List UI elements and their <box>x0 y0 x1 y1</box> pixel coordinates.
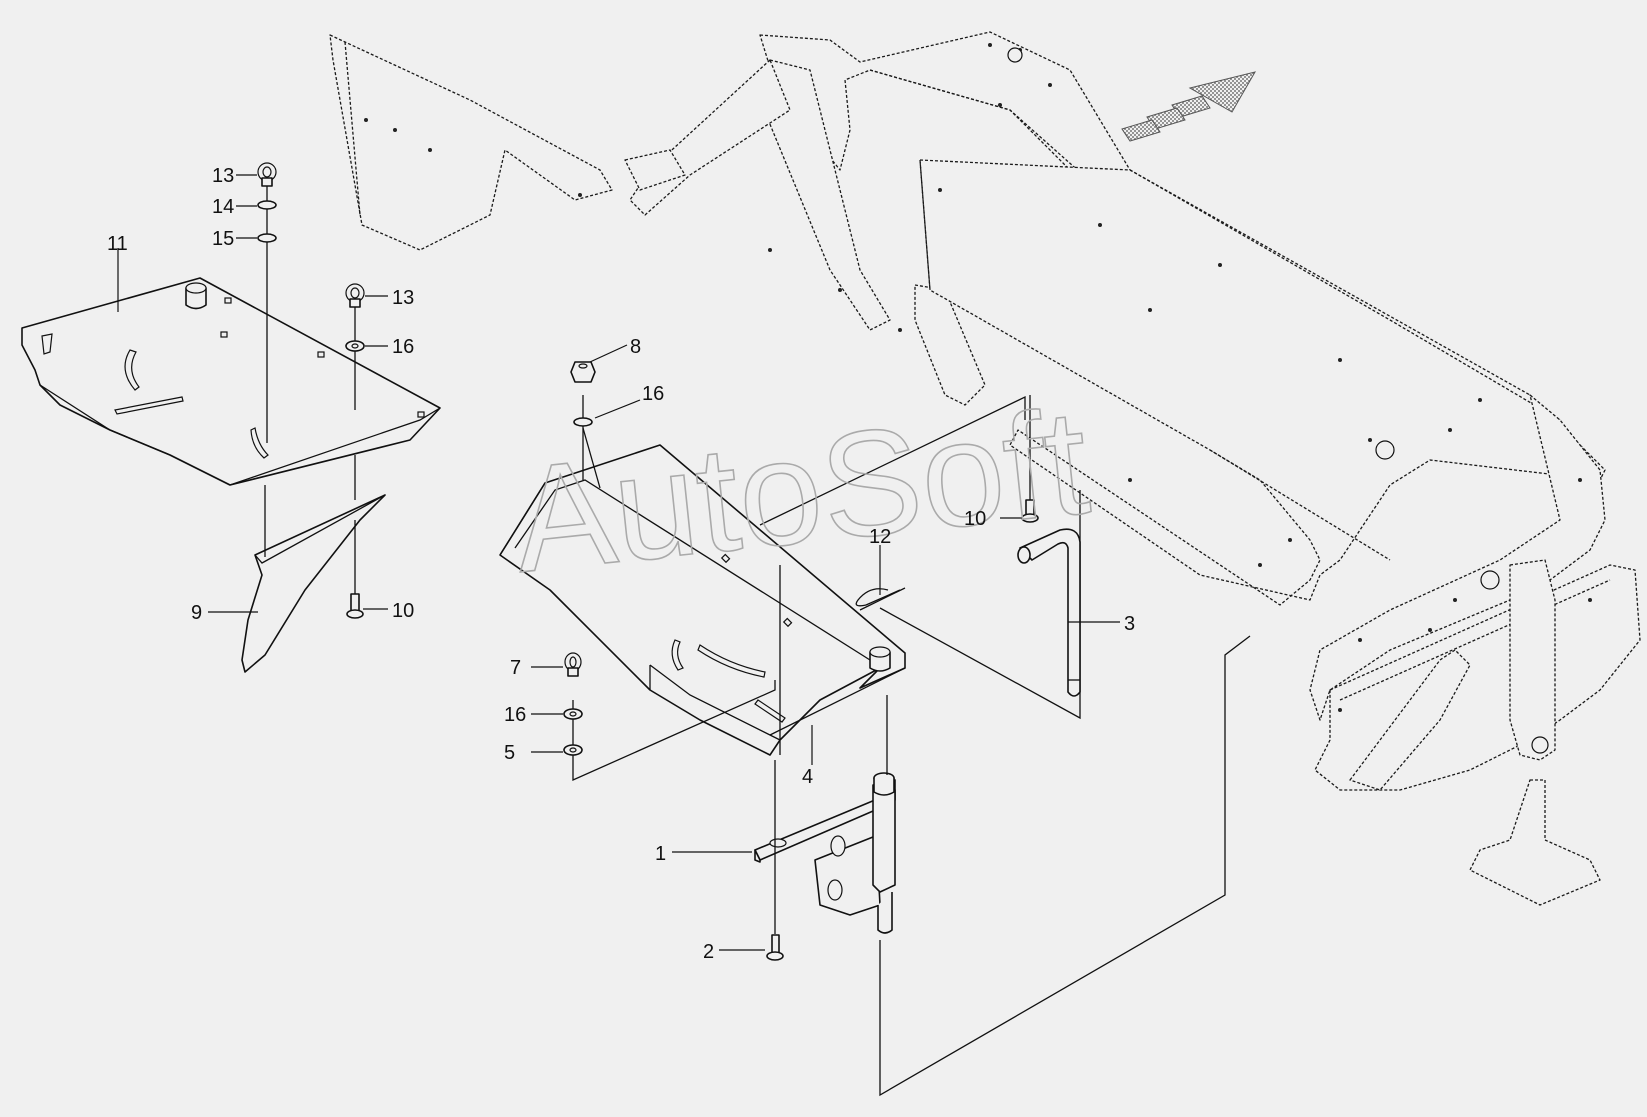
watermark-text: AutoSoft <box>506 377 1096 604</box>
part-13-eyebolt-b <box>345 283 365 308</box>
callout-3: 3 <box>1124 613 1135 635</box>
part-11-plate <box>21 277 441 486</box>
mower-frame <box>329 31 1641 906</box>
part-12-clip <box>855 587 906 611</box>
callout-16-center: 16 <box>642 383 664 405</box>
callout-13-top: 13 <box>212 165 234 187</box>
callout-5: 5 <box>504 742 515 764</box>
callout-16-left: 16 <box>392 336 414 358</box>
callout-9: 9 <box>191 602 202 624</box>
callout-1: 1 <box>655 843 666 865</box>
callout-13-right: 13 <box>392 287 414 309</box>
part-3-pin <box>1017 528 1081 697</box>
callout-8: 8 <box>630 336 641 358</box>
part-4-plate <box>499 444 906 756</box>
part-15-washer <box>257 233 277 243</box>
part-7-eyebolt <box>564 652 582 677</box>
callout-10-right: 10 <box>964 508 986 530</box>
callout-labels: 13 14 15 11 13 16 9 10 8 16 7 16 5 10 12… <box>107 165 1135 963</box>
part-9-blade <box>241 494 386 673</box>
callout-4: 4 <box>802 766 813 788</box>
callout-11: 11 <box>107 233 128 255</box>
part-10-bolt <box>346 593 364 619</box>
callout-2: 2 <box>703 941 714 963</box>
left-assembly <box>21 162 441 673</box>
callout-7: 7 <box>510 657 521 679</box>
part-16-washer-b <box>573 417 593 427</box>
part-14-washer <box>257 200 277 210</box>
center-assembly <box>499 344 1251 1097</box>
part-8-nut <box>570 361 596 383</box>
part-1-bracket <box>754 772 896 934</box>
part-13-eyebolt <box>257 162 277 187</box>
callout-12: 12 <box>869 526 891 548</box>
part-2-bolt <box>766 934 784 961</box>
callout-10-left: 10 <box>392 600 414 622</box>
callout-15: 15 <box>212 228 234 250</box>
direction-arrow-icon <box>1121 71 1257 142</box>
callout-14: 14 <box>212 196 234 218</box>
callout-16-lower: 16 <box>504 704 526 726</box>
